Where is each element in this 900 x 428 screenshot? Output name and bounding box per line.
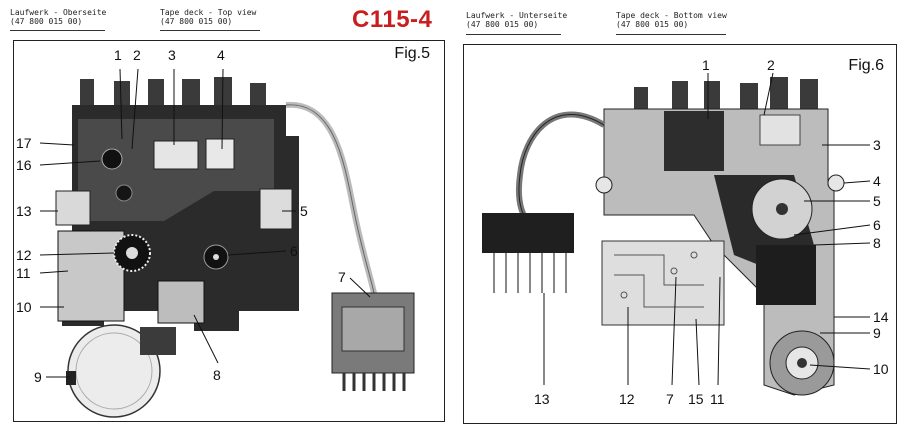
tape-deck-bottom-view-photo: [482, 72, 871, 396]
figure-5-label: Fig.5: [394, 45, 430, 62]
figure-6-label: Fig.6: [848, 57, 884, 74]
callout-5: 5: [873, 193, 881, 209]
callout-10: 10: [16, 299, 32, 315]
header-left-de-title: Laufwerk - Oberseite: [10, 8, 107, 17]
model-code: C115-4: [352, 6, 433, 33]
header-right-de-number: (47 800 015 00): [466, 20, 539, 29]
header-left-de-number: (47 800 015 00): [10, 17, 83, 26]
header-right-de-title: Laufwerk - Unterseite: [466, 11, 568, 20]
callout-3: 3: [168, 47, 176, 63]
callout-7: 7: [338, 269, 346, 285]
callout-13: 13: [16, 203, 32, 219]
header-right-en-title: Tape deck - Bottom view: [616, 11, 727, 20]
tape-deck-top-view-photo: [39, 68, 415, 418]
callout-1: 1: [702, 57, 710, 73]
callout-9: 9: [34, 369, 42, 385]
callout-6: 6: [290, 243, 298, 259]
callout-10: 10: [873, 361, 889, 377]
header-right-en-number: (47 800 015 00): [616, 20, 689, 29]
callout-12: 12: [16, 247, 32, 263]
header-rule: [10, 30, 105, 31]
callout-11: 11: [710, 391, 725, 407]
callout-5: 5: [300, 203, 308, 219]
callout-1: 1: [114, 47, 122, 63]
figure-6-panel: Fig.6 1 2 3 4 5 6 8 14 9 10 13 12 7 15 1…: [463, 44, 897, 424]
callout-4: 4: [217, 47, 225, 63]
callout-16: 16: [16, 157, 32, 173]
callout-15: 15: [688, 391, 704, 407]
callout-11: 11: [16, 265, 31, 281]
callout-17: 17: [16, 135, 32, 151]
header-rule: [466, 34, 561, 35]
callout-8: 8: [873, 235, 881, 251]
callout-8: 8: [213, 367, 221, 383]
callout-13: 13: [534, 391, 550, 407]
callout-6: 6: [873, 217, 881, 233]
figure-5-panel: Fig.5 1 2 3 4 17 16 13 5 12 6 11 7 10 8 …: [13, 40, 445, 422]
callout-3: 3: [873, 137, 881, 153]
callout-2: 2: [767, 57, 775, 73]
callout-12: 12: [619, 391, 635, 407]
header-left-en-title: Tape deck - Top view: [160, 8, 257, 17]
header-rule: [616, 34, 726, 35]
callout-9: 9: [873, 325, 881, 341]
callout-14: 14: [873, 309, 889, 325]
callout-2: 2: [133, 47, 141, 63]
header-rule: [160, 30, 260, 31]
header-left-en-number: (47 800 015 00): [160, 17, 233, 26]
callout-4: 4: [873, 173, 881, 189]
callout-7: 7: [666, 391, 674, 407]
